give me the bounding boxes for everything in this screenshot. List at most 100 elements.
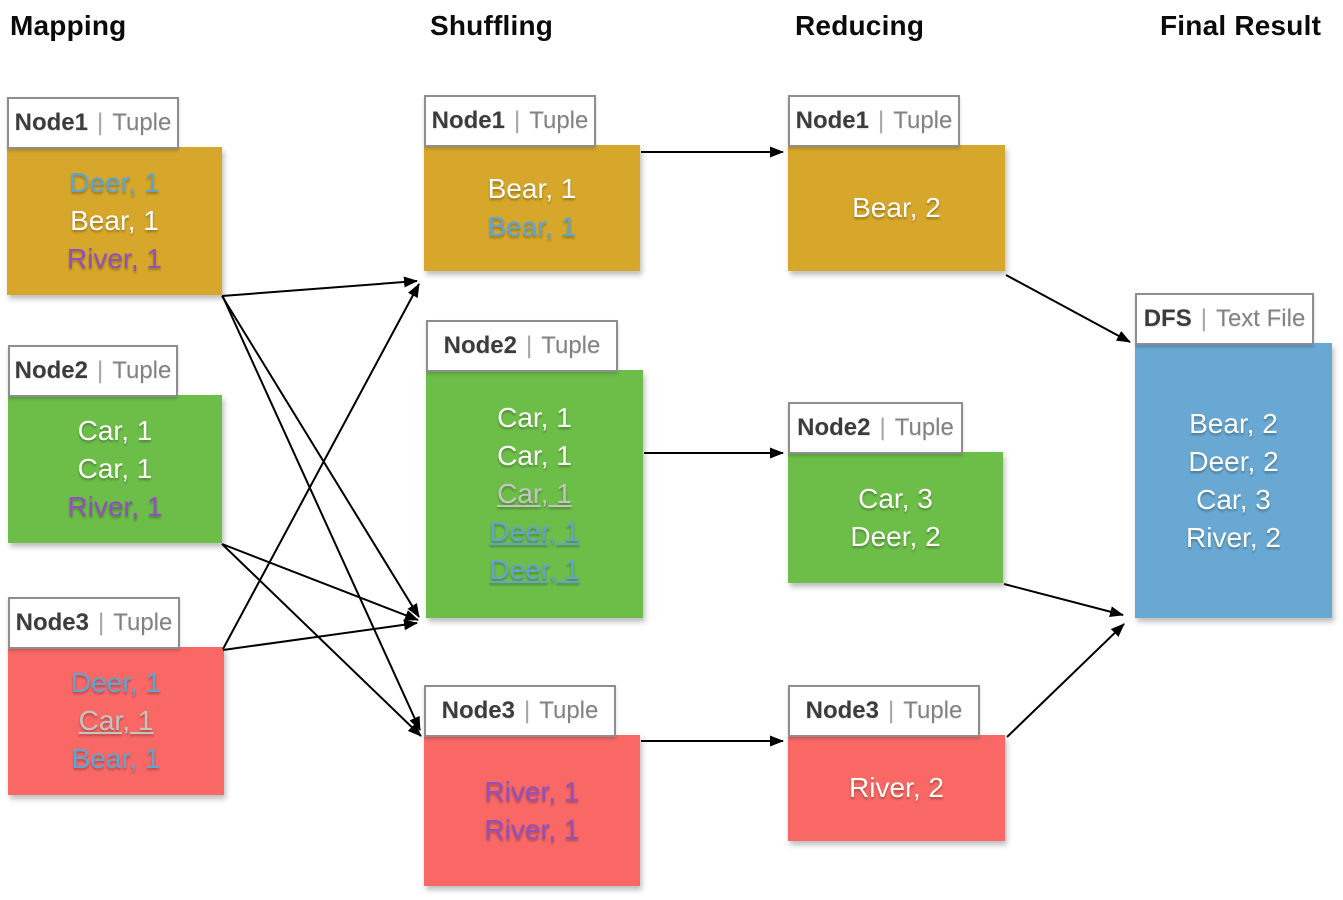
node-label-type: Tuple [541,332,601,359]
phase-header-shuffling: Shuffling [430,10,554,41]
shuffling-node3-box: Node3 | Tuple River, 1 River, 1 [424,685,640,886]
node-label-name: DFS [1143,305,1192,332]
node-body: Deer, 1 Bear, 1 River, 1 [7,147,222,295]
tuple-entry: Deer, 1 [489,516,580,547]
tuple-entry: Deer, 1 [69,167,160,198]
node-label-name: Node1 [431,107,505,134]
label-separator: | [523,697,531,724]
arrow-map-node2-to-shuffle-node3 [221,543,422,737]
node-label-name: Node1 [14,109,88,136]
tuple-entry: Car, 1 [78,705,154,736]
node-label: Node2|Tuple [8,345,178,397]
mapping-node3-box: Node3 | Tuple Deer, 1 Car, 1 Bear, 1 [8,597,224,795]
arrow-reduce-node2-to-dfs [1003,583,1124,618]
phase-header-mapping: Mapping [10,10,127,41]
tuple-entry: Car, 3 [1196,483,1271,515]
tuple-entry: Car, 1 [77,415,153,446]
tuple-entry: Deer, 2 [1188,445,1279,477]
node-label-name: Node2 [14,357,88,384]
arrow-map-node3-to-shuffle-node2 [222,619,418,651]
node-body: River, 2 [788,735,1005,841]
label-separator: | [879,414,886,441]
tuple-entry: River, 2 [1186,521,1281,553]
phase-header-reducing: Reducing [795,10,925,41]
node-body: River, 1 River, 1 [424,735,640,886]
node-label: Node3 | Tuple [8,597,180,649]
mapping-node2-box: Node2|Tuple Car, 1 Car, 1 River, 1 [8,345,222,543]
arrow-reduce-node3-to-dfs [1006,623,1125,738]
shuffling-node2-box: Node2 | Tuple Car, 1 Car, 1 Car, 1 Deer, 1… [426,320,643,618]
node-label-name: Node3 [805,697,879,724]
tuple-entry: Bear, 1 [487,211,577,242]
shuffling-node1-box: Node1 | Tuple Bear, 1 Bear, 1 [424,95,640,271]
node-label-name: Node2 [443,332,517,359]
tuple-entry: Deer, 1 [489,554,580,585]
node-body: Car, 3 Deer, 2 [788,452,1003,583]
node-label-type: Text File [1215,305,1306,332]
node-body: Bear, 1 Bear, 1 [424,145,640,271]
node-label-type: Tuple [112,357,172,384]
mapping-node1-box: Node1 | Tuple Deer, 1 Bear, 1 River, 1 [7,97,222,295]
tuple-entry: Car, 1 [497,402,572,433]
label-separator: | [1200,305,1207,332]
arrow-map-node1-to-shuffle-node2 [221,295,420,618]
tuple-entry: Bear, 2 [1189,407,1278,439]
node-label: Node3 | Tuple [424,685,616,737]
tuple-entry: Bear, 1 [71,743,161,774]
tuple-entry: Car, 3 [858,482,933,514]
tuple-entry: Car, 1 [497,478,572,509]
node-label: Node1 | Tuple [424,95,596,147]
label-separator: | [96,109,104,136]
node-label: Node2 | Tuple [788,402,963,454]
node-body: Deer, 1 Car, 1 Bear, 1 [8,647,224,795]
node-label: DFS | Text File [1135,293,1314,345]
reducing-node2-box: Node2 | Tuple Car, 3 Deer, 2 [788,402,1003,583]
reducing-node3-box: Node3 | Tuple River, 2 [788,685,1005,841]
tuple-entry: Car, 1 [77,453,153,484]
tuple-entry: Bear, 1 [487,173,577,204]
node-label-type: Tuple [893,107,953,134]
tuple-entry: Bear, 2 [852,192,941,223]
tuple-entry: Bear, 1 [70,205,159,236]
arrow-reduce-node1-to-dfs [1005,274,1131,343]
tuple-entry: River, 1 [484,775,580,807]
label-separator: | [887,697,895,724]
tuple-entry: Deer, 2 [850,520,941,552]
tuple-entry: River, 1 [484,813,580,845]
node-label-type: Tuple [894,414,954,441]
label-separator: | [97,609,105,636]
node-body: Car, 1 Car, 1 River, 1 [8,395,222,543]
label-separator: | [525,332,533,359]
node-label: Node3 | Tuple [788,685,980,737]
node-label-name: Node2 [797,414,871,441]
phase-header-final-result: Final Result [1160,10,1322,41]
node-label-type: Tuple [903,697,963,724]
node-label-type: Tuple [529,107,589,134]
tuple-entry: Car, 1 [497,440,572,471]
node-label-name: Node3 [441,697,515,724]
node-body: Bear, 2 [788,145,1005,271]
arrow-map-node3-to-shuffle-node1 [222,283,420,650]
node-label-type: Tuple [112,109,172,136]
node-label: Node2 | Tuple [426,320,618,372]
arrow-map-node1-to-shuffle-node3 [222,296,421,731]
label-separator: | [513,107,521,134]
final-result-dfs-box: DFS | Text File Bear, 2 Deer, 2 Car, 3 Riv… [1135,293,1332,618]
label-separator: | [877,107,885,134]
arrow-map-node1-to-shuffle-node1 [221,276,418,297]
node-label: Node1 | Tuple [7,97,179,149]
node-body: Car, 1 Car, 1 Car, 1 Deer, 1 Deer, 1 [426,370,643,618]
tuple-entry: River, 2 [849,772,944,803]
node-label: Node1 | Tuple [788,95,960,147]
node-body: Bear, 2 Deer, 2 Car, 3 River, 2 [1135,343,1332,618]
node-label-type: Tuple [539,697,599,724]
reducing-node1-box: Node1 | Tuple Bear, 2 [788,95,1005,271]
tuple-entry: River, 1 [67,243,162,274]
node-label-type: Tuple [113,609,173,636]
node-label-name: Node3 [15,609,89,636]
tuple-entry: Deer, 1 [70,667,162,698]
arrow-map-node2-to-shuffle-node2 [221,543,419,621]
tuple-entry: River, 1 [67,491,163,522]
node-label-name: Node1 [795,107,869,134]
